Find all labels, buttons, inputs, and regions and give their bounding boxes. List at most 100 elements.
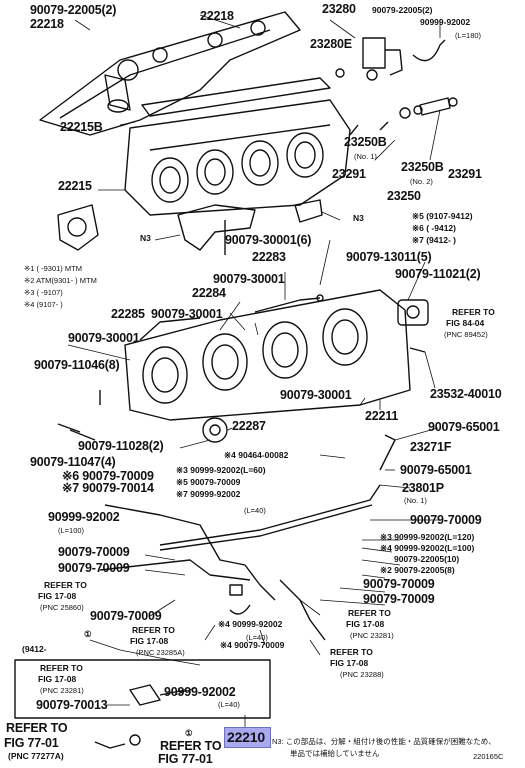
label-90999-92002-top[interactable]: 90999-92002 — [420, 17, 471, 27]
label-footnote-6: ※6 ( -9412) — [412, 223, 456, 233]
label-pnc-23288: (PNC 23288) — [340, 670, 384, 679]
hose-23271f-drawing — [379, 434, 396, 471]
manifold-22218-drawing — [39, 11, 301, 136]
label-90079-30001-a[interactable]: 90079-30001 — [213, 272, 285, 286]
label-23280[interactable]: 23280 — [322, 2, 356, 16]
label-90079-70013[interactable]: 90079-70013 — [36, 698, 108, 712]
label-22283[interactable]: 22283 — [252, 250, 286, 264]
label-22210[interactable]: 22210 — [227, 729, 265, 745]
label-90999-92002-l100[interactable]: 90999-92002 — [48, 510, 120, 524]
label-pnc-77277: (PNC 77277A) — [8, 751, 64, 761]
label-9412: (9412- — [22, 644, 47, 654]
label-23291-b[interactable]: 23291 — [448, 167, 482, 181]
label-r-22005-8[interactable]: ※2 90079-22005(8) — [380, 565, 455, 575]
label-s4-70009[interactable]: ※4 90079-70009 — [220, 640, 285, 650]
label-note-2: ※2 ATM(9301- ) MTM — [24, 276, 97, 285]
label-circle1-b: ① — [185, 728, 193, 738]
label-90079-30001-b[interactable]: 90079-30001 — [151, 307, 223, 321]
label-23250b-b[interactable]: 23250B — [401, 160, 444, 174]
label-90079-13011-5[interactable]: 90079-13011(5) — [346, 250, 432, 264]
label-90079-70009-r3[interactable]: 90079-70009 — [363, 592, 435, 606]
label-l180: (L=180) — [455, 31, 482, 40]
label-fig-23288[interactable]: FIG 17-08 — [330, 658, 369, 668]
label-90079-65001-a[interactable]: 90079-65001 — [428, 420, 500, 434]
label-no1-a: (No. 1) — [354, 152, 377, 161]
label-fig-23285[interactable]: FIG 17-08 — [130, 636, 169, 646]
label-90079-70009-l2[interactable]: 90079-70009 — [58, 561, 130, 575]
footnote-n3-line2: 単品では補給していません — [290, 749, 380, 758]
label-23280e[interactable]: 23280E — [310, 37, 352, 51]
label-90079-11047-4[interactable]: 90079-11047(4) — [30, 455, 116, 469]
label-s5-70009[interactable]: ※5 90079-70009 — [176, 477, 241, 487]
label-90079-22005-2-b[interactable]: 90079-22005(2) — [372, 5, 433, 15]
label-90464-00082[interactable]: ※4 90464-00082 — [224, 450, 289, 460]
label-x6-70009[interactable]: ※6 90079-70009 — [62, 469, 154, 483]
label-pnc-box: (PNC 23281) — [40, 686, 84, 695]
label-refer-77b[interactable]: REFER TO — [160, 739, 222, 753]
variant-box-drawing — [14, 659, 271, 719]
label-90079-70009-r2[interactable]: 90079-70009 — [363, 577, 435, 591]
label-90079-11046-8[interactable]: 90079-11046(8) — [34, 358, 120, 372]
bracket-n3-drawing — [177, 199, 323, 255]
label-s4-92002[interactable]: ※4 90999-92002 — [218, 619, 283, 629]
label-s3-l60[interactable]: ※3 90999-92002(L=60) — [176, 465, 266, 475]
label-note-3: ※3 ( -9107) — [24, 288, 63, 297]
label-r-l100[interactable]: ※4 90999-92002(L=100) — [380, 543, 475, 553]
label-fig-77b[interactable]: FIG 77-01 — [158, 752, 213, 766]
label-23271f[interactable]: 23271F — [410, 440, 452, 454]
gasket-drawing — [141, 77, 331, 117]
label-90999-92002-box[interactable]: 90999-92002 — [164, 685, 236, 699]
label-90079-30001-6[interactable]: 90079-30001(6) — [225, 233, 312, 247]
label-90079-70009-r1[interactable]: 90079-70009 — [410, 513, 482, 527]
label-22211[interactable]: 22211 — [365, 409, 399, 423]
label-23801p[interactable]: 23801P — [402, 481, 444, 495]
label-fig-25860[interactable]: FIG 17-08 — [38, 591, 77, 601]
label-fig-84[interactable]: FIG 84-04 — [446, 318, 485, 328]
label-n3-a: N3 — [140, 233, 151, 243]
label-no2: (No. 2) — [410, 177, 433, 186]
label-22218-b[interactable]: 22218 — [200, 9, 234, 23]
label-23532-40010[interactable]: 23532-40010 — [430, 387, 502, 401]
label-refer-23288[interactable]: REFER TO — [330, 647, 373, 657]
label-90079-11021-2[interactable]: 90079-11021(2) — [395, 267, 481, 281]
label-pnc-25860: (PNC 25860) — [40, 603, 84, 612]
label-22285[interactable]: 22285 — [111, 307, 145, 321]
label-90079-30001-d[interactable]: 90079-30001 — [280, 388, 352, 402]
label-x7-70014[interactable]: ※7 90079-70014 — [62, 481, 154, 495]
label-23250b-a[interactable]: 23250B — [344, 135, 387, 149]
label-l40-box: (L=40) — [218, 700, 240, 709]
label-refer-84[interactable]: REFER TO — [452, 307, 495, 317]
label-90079-30001-c[interactable]: 90079-30001 — [68, 331, 140, 345]
label-l40-a: (L=40) — [244, 506, 266, 515]
label-refer-77[interactable]: REFER TO — [6, 721, 68, 735]
label-fig-77a[interactable]: FIG 77-01 — [4, 736, 59, 750]
label-23291-a[interactable]: 23291 — [332, 167, 366, 181]
label-fig-23281[interactable]: FIG 17-08 — [346, 619, 385, 629]
label-footnote-5: ※5 (9107-9412) — [412, 211, 473, 221]
label-refer-25860[interactable]: REFER TO — [44, 580, 87, 590]
label-fig-box[interactable]: FIG 17-08 — [38, 674, 77, 684]
label-23250[interactable]: 23250 — [387, 189, 421, 203]
label-r-22005-10[interactable]: 90079-22005(10) — [394, 554, 460, 564]
label-90079-70009-l1[interactable]: 90079-70009 — [58, 545, 130, 559]
label-22215b[interactable]: 22215B — [60, 120, 103, 134]
footnote-n3-line1: N3: この部品は、分解・組付け後の性能・品質確保が困難なため、 — [272, 737, 496, 746]
label-90079-65001-b[interactable]: 90079-65001 — [400, 463, 472, 477]
label-s7-92002[interactable]: ※7 90999-92002 — [176, 489, 241, 499]
label-n3-b: N3 — [353, 213, 364, 223]
label-r-l120[interactable]: ※3 90999-92002(L=120) — [380, 532, 475, 542]
label-90079-70009-m[interactable]: 90079-70009 — [90, 609, 162, 623]
gasket-22215-drawing — [57, 204, 99, 251]
label-22287[interactable]: 22287 — [232, 419, 266, 433]
label-refer-23285[interactable]: REFER TO — [132, 625, 175, 635]
label-90079-11028-2[interactable]: 90079-11028(2) — [78, 439, 164, 453]
label-pnc-89452: (PNC 89452) — [444, 330, 488, 339]
label-22218-a[interactable]: 22218 — [30, 17, 64, 31]
label-refer-box[interactable]: REFER TO — [40, 663, 83, 673]
label-22215[interactable]: 22215 — [58, 179, 92, 193]
label-90079-22005-2-a[interactable]: 90079-22005(2) — [30, 3, 117, 17]
label-refer-23281[interactable]: REFER TO — [348, 608, 391, 618]
label-22284[interactable]: 22284 — [192, 286, 226, 300]
